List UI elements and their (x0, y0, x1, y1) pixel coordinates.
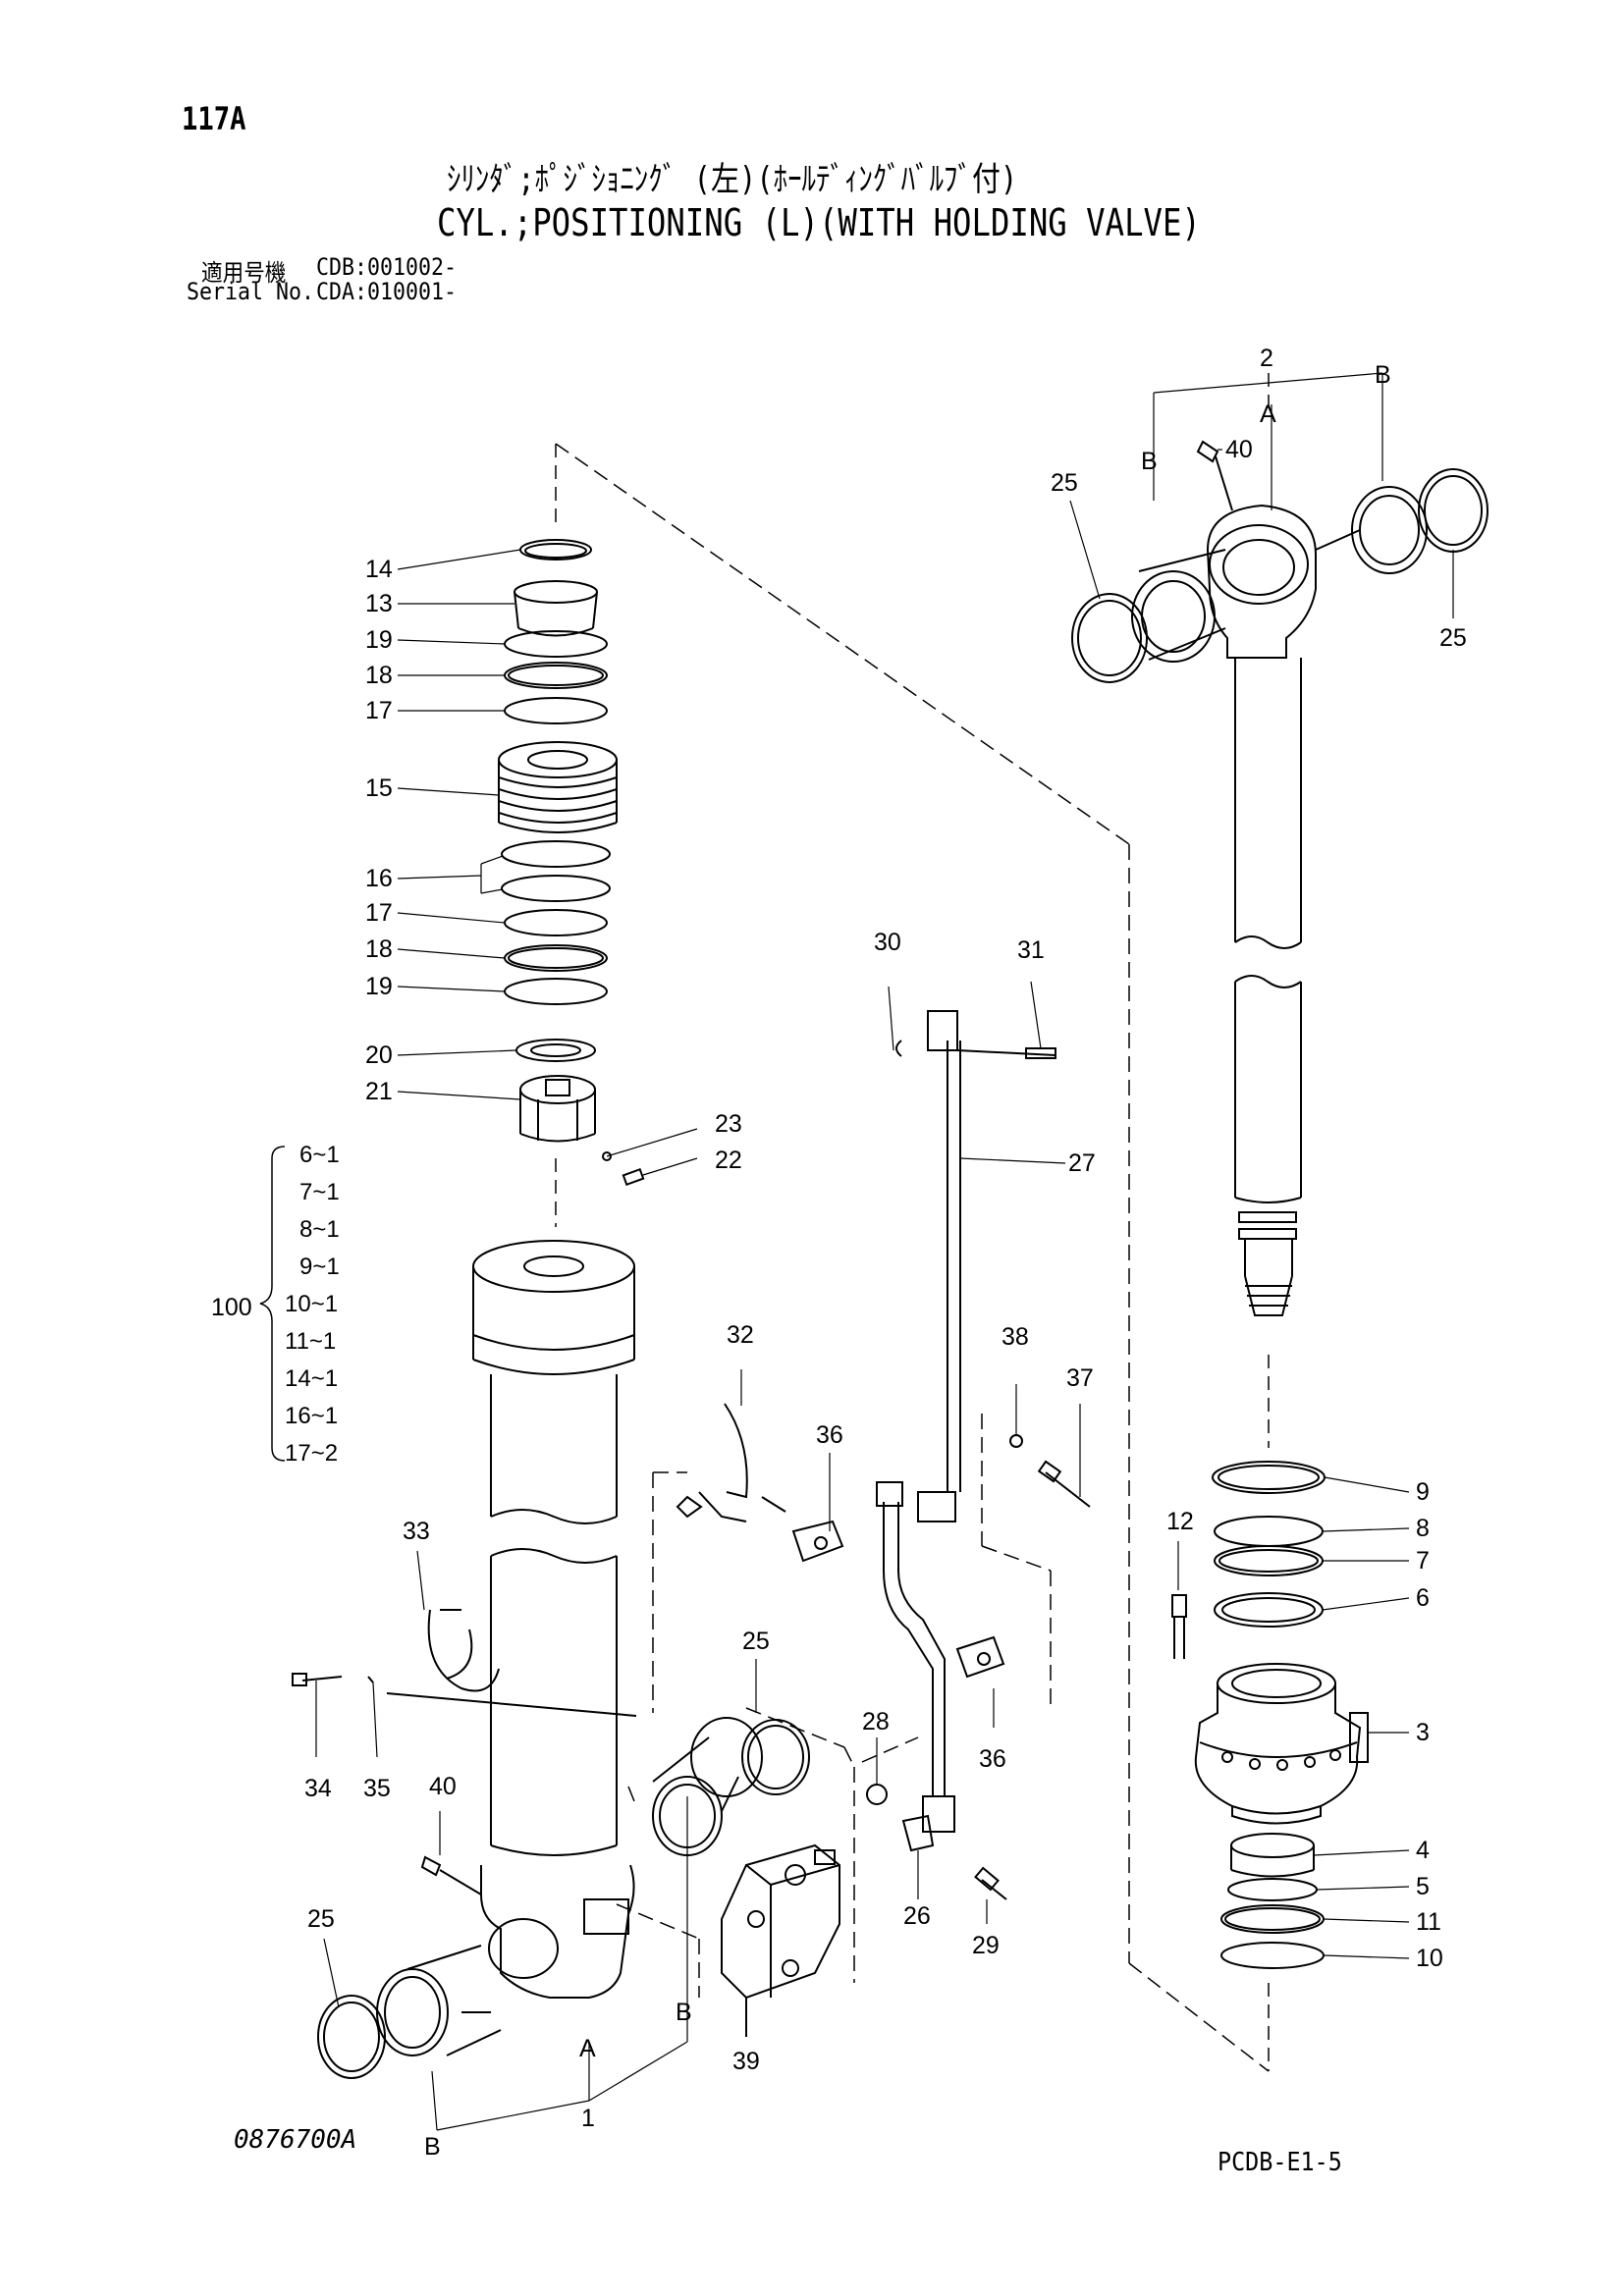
title-english: CYL.;POSITIONING (L)(WITH HOLDING VALVE) (437, 201, 1201, 244)
serial-label-jp: 適用号機 (201, 259, 287, 287)
callout-13: 13 (365, 590, 393, 617)
callout-35: 35 (363, 1775, 391, 1802)
callout-32: 32 (727, 1321, 754, 1349)
callout-33: 33 (403, 1518, 430, 1545)
callout-25: 25 (307, 1905, 335, 1933)
upper-clamp (676, 1403, 786, 1522)
left-seal-stack (498, 539, 645, 1187)
callout-17: 17 (365, 697, 393, 724)
callout-a: A (579, 2035, 596, 2062)
kit-item: 16~1 (285, 1403, 338, 1429)
kit-item: 9~1 (299, 1254, 340, 1280)
callout-4: 4 (1416, 1837, 1430, 1864)
callout-b: B (1375, 361, 1391, 389)
callout-2-letter: A (1260, 400, 1276, 428)
callout-27: 27 (1068, 1149, 1096, 1177)
serial-value-1: CDB:001002- (316, 253, 458, 281)
drawing-number: 0876700A (234, 2125, 357, 2155)
callout-22: 22 (715, 1147, 742, 1174)
callout-b: B (424, 2133, 441, 2161)
assembly-guide-lines (555, 443, 1270, 2072)
callout-10: 10 (1416, 1945, 1443, 1972)
page-number: 117A (182, 100, 246, 137)
callout-40: 40 (1225, 436, 1253, 463)
callout-labels: 14 13 19 18 17 15 16 17 18 19 20 21 23 2… (211, 345, 1467, 2161)
title-japanese: ｼﾘﾝﾀﾞ;ﾎﾟｼﾞｼｮﾆﾝｸﾞ (左)(ﾎｰﾙﾃﾞｨﾝｸﾞﾊﾞﾙﾌﾞ付) (447, 160, 1018, 199)
callout-36: 36 (816, 1421, 843, 1449)
serial-label-en: Serial No. (187, 278, 315, 305)
callout-26: 26 (903, 1902, 931, 1930)
callout-3: 3 (1416, 1719, 1430, 1746)
callout-25: 25 (1439, 624, 1467, 652)
clamp-bands (292, 1609, 637, 1717)
callout-29: 29 (972, 1932, 1000, 1959)
leader-lines (315, 372, 1454, 2131)
kit-item: 6~1 (299, 1142, 340, 1168)
kit-item: 14~1 (285, 1365, 338, 1392)
callout-12: 12 (1166, 1508, 1194, 1535)
callout-37: 37 (1066, 1364, 1094, 1392)
cylinder-head-gland (1171, 1461, 1369, 1969)
serial-value-2: CDA:010001- (316, 278, 458, 305)
callout-17: 17 (365, 899, 393, 927)
cylinder-tube (472, 1240, 635, 1999)
callout-31: 31 (1017, 936, 1045, 964)
callout-14: 14 (365, 556, 393, 583)
callout-28: 28 (862, 1708, 890, 1735)
callout-38: 38 (1001, 1323, 1029, 1351)
callout-1: 1 (581, 2105, 595, 2132)
callout-18: 18 (365, 935, 393, 963)
kit-item: 17~2 (285, 1440, 338, 1467)
callout-5: 5 (1416, 1873, 1430, 1900)
callout-25: 25 (1051, 469, 1078, 497)
page-code: PCDB-E1-5 (1218, 2148, 1342, 2177)
kit-item: 11~1 (285, 1328, 336, 1355)
callout-b: B (676, 1999, 692, 2026)
callout-11: 11 (1416, 1908, 1441, 1936)
callout-9: 9 (1416, 1478, 1430, 1506)
kit-item: 8~1 (299, 1216, 340, 1243)
callout-20: 20 (365, 1041, 393, 1069)
callout-2: 2 (1260, 345, 1273, 372)
piston-rod (1196, 440, 1317, 1316)
callout-16: 16 (365, 865, 393, 892)
kit-item: 7~1 (299, 1179, 340, 1205)
callout-30: 30 (874, 929, 901, 956)
holding-valve (721, 1843, 840, 2037)
callout-40: 40 (429, 1773, 457, 1800)
callout-8: 8 (1416, 1515, 1430, 1542)
callout-23: 23 (715, 1110, 742, 1138)
callout-b: B (1141, 448, 1158, 475)
callout-19: 19 (365, 973, 393, 1000)
callout-7: 7 (1416, 1547, 1430, 1575)
callout-15: 15 (365, 774, 393, 802)
kit-number: 100 (211, 1294, 252, 1321)
callout-34: 34 (304, 1775, 332, 1802)
callout-25: 25 (742, 1628, 770, 1655)
callout-19: 19 (365, 626, 393, 654)
kit-brace (259, 1146, 286, 1462)
callout-39: 39 (732, 2048, 760, 2075)
kit-item: 10~1 (285, 1291, 338, 1317)
callout-36: 36 (979, 1745, 1006, 1773)
callout-18: 18 (365, 662, 393, 689)
callout-21: 21 (365, 1078, 393, 1105)
callout-6: 6 (1416, 1584, 1430, 1612)
